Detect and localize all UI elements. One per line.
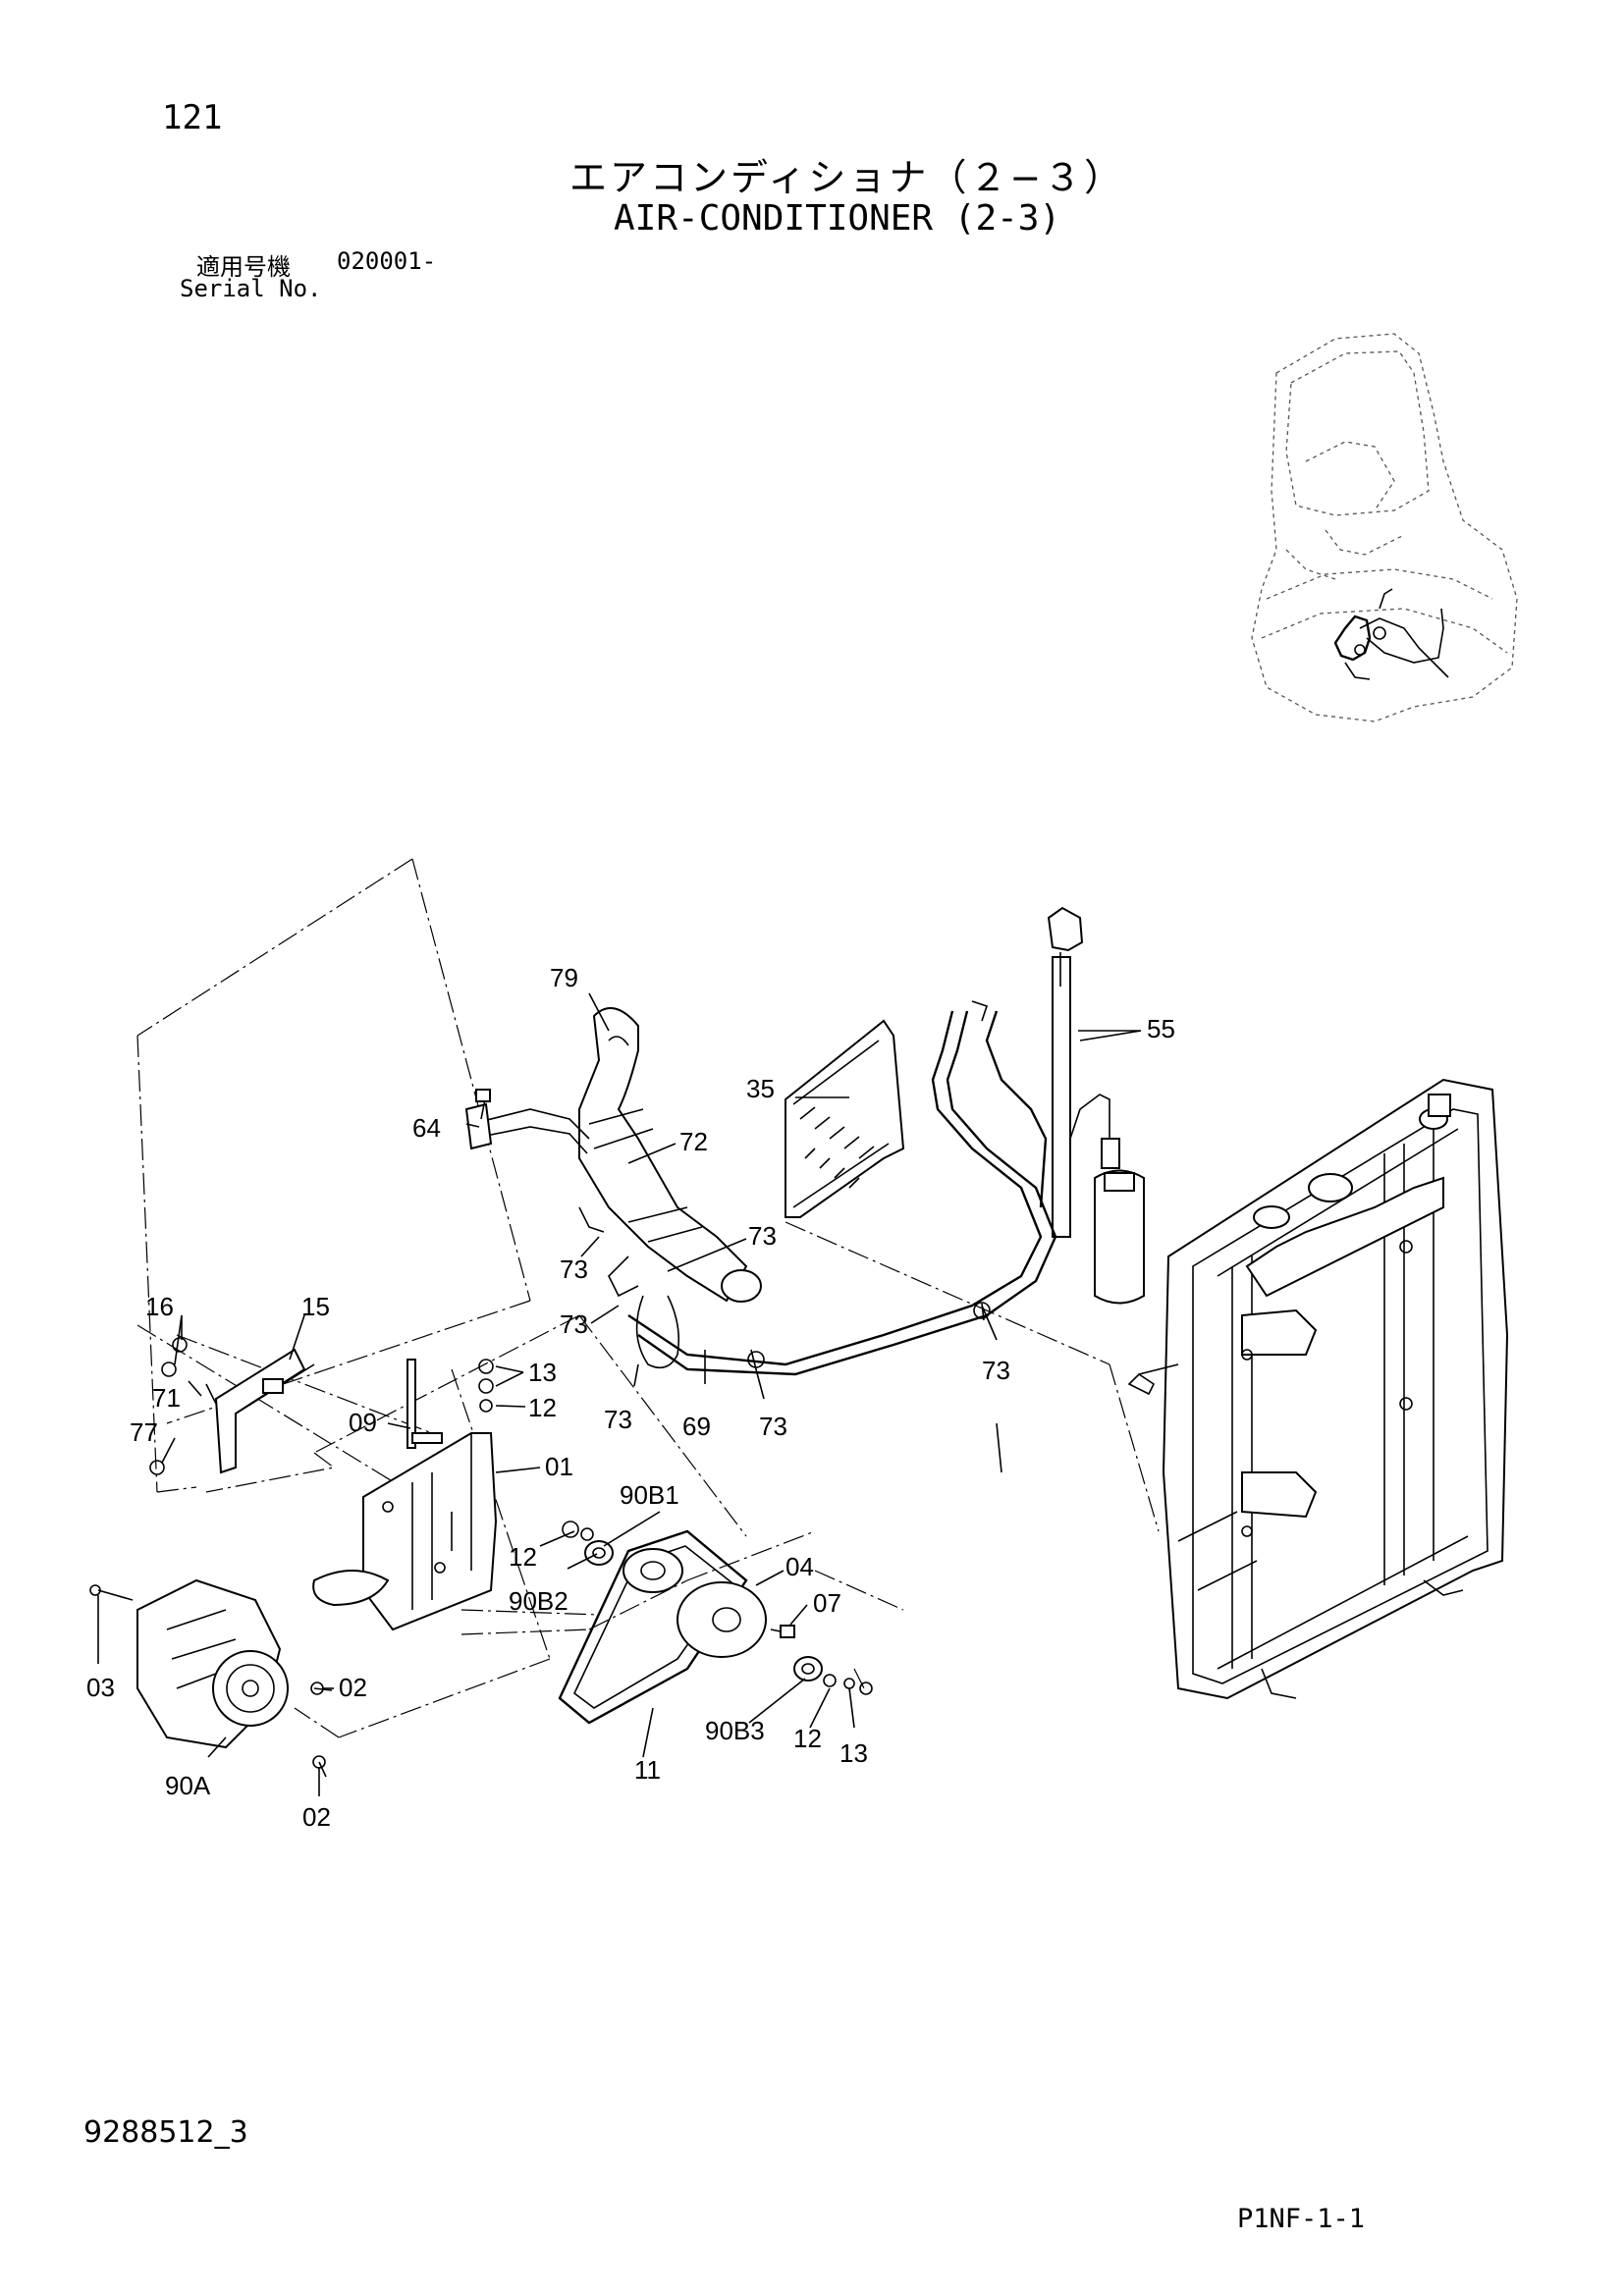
callout-leaders <box>97 992 1142 1796</box>
serial-label-english: Serial No. <box>180 275 322 302</box>
compressor-90a <box>89 1578 333 1778</box>
callout-12-upper: 12 <box>528 1393 557 1422</box>
callout-labels: 79 55 35 64 72 73 73 73 73 73 73 69 16 1… <box>86 963 1175 1832</box>
callout-71: 71 <box>152 1383 181 1413</box>
callout-11: 11 <box>634 1755 661 1785</box>
document-number: 9288512_3 <box>83 2115 248 2150</box>
callout-09: 09 <box>349 1408 377 1437</box>
callout-04: 04 <box>785 1552 814 1581</box>
callout-69: 69 <box>682 1412 711 1441</box>
washer-nut-stack-upper <box>478 1359 594 1541</box>
callout-73-e: 73 <box>759 1412 787 1441</box>
callout-73-d: 73 <box>604 1405 632 1434</box>
callout-73-c: 73 <box>560 1309 588 1339</box>
callout-73-a: 73 <box>748 1221 777 1251</box>
belt-and-pulleys <box>558 1529 873 1725</box>
callout-64: 64 <box>412 1113 441 1143</box>
callout-90a: 90A <box>165 1771 211 1800</box>
callout-77: 77 <box>130 1417 158 1447</box>
callout-90b1: 90B1 <box>620 1480 679 1510</box>
callout-16: 16 <box>145 1292 174 1321</box>
hose-runs <box>627 1000 1057 1376</box>
callout-02-upper: 02 <box>339 1673 367 1702</box>
callout-79: 79 <box>550 963 578 992</box>
page-code: P1NF-1-1 <box>1237 2204 1366 2234</box>
callout-15: 15 <box>301 1292 330 1321</box>
assembly-lines <box>136 858 1160 1738</box>
callout-90b2: 90B2 <box>509 1586 568 1616</box>
title-japanese: エアコンディショナ（２−３） <box>569 156 1125 199</box>
bracket-15 <box>149 1337 315 1475</box>
callout-03: 03 <box>86 1673 115 1702</box>
callout-12-middle: 12 <box>509 1542 537 1572</box>
callout-12-lower: 12 <box>793 1724 822 1753</box>
callout-90b3: 90B3 <box>705 1716 765 1745</box>
callout-07: 07 <box>813 1588 841 1618</box>
callout-72: 72 <box>679 1127 708 1156</box>
callout-35: 35 <box>746 1074 775 1103</box>
callout-02-lower: 02 <box>302 1802 331 1832</box>
suction-hose-assembly <box>464 1007 762 1369</box>
callout-13-lower: 13 <box>839 1738 868 1768</box>
callout-55: 55 <box>1147 1014 1175 1043</box>
page-number: 121 <box>162 98 223 137</box>
callout-13-upper: 13 <box>528 1358 557 1387</box>
highlighted-ac-piping <box>1333 588 1449 680</box>
bracket-01 <box>312 1359 498 1631</box>
radiator-condenser-assembly <box>1127 1078 1509 1700</box>
serial-value: 020001- <box>337 247 437 275</box>
callout-01: 01 <box>545 1452 573 1481</box>
title-english: AIR-CONDITIONER (2-3) <box>614 198 1061 239</box>
machine-locator-thumbnail <box>1251 333 1518 722</box>
receiver-dryer-pipe <box>1047 906 1145 1305</box>
serial-label-japanese: 適用号機 <box>196 253 291 281</box>
callout-73-f: 73 <box>982 1356 1010 1385</box>
callout-73-b: 73 <box>560 1255 588 1284</box>
